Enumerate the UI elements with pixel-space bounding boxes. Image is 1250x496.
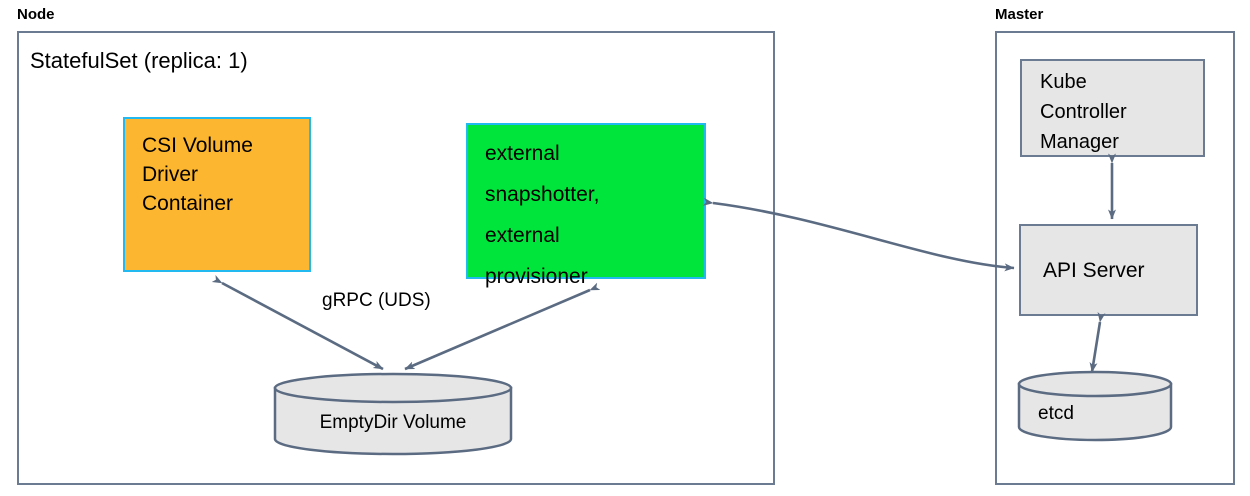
kcm-line-1: Kube — [1040, 71, 1087, 93]
api-server-box[interactable]: API Server — [1019, 224, 1198, 316]
etcd-shape — [1017, 370, 1173, 442]
kcm-line-2: Controller — [1040, 101, 1127, 123]
statefulset-title: StatefulSet (replica: 1) — [30, 48, 248, 73]
kcm-line-3: Manager — [1040, 131, 1119, 153]
external-line-4: provisioner — [485, 265, 588, 288]
emptydir-volume-shape — [273, 372, 513, 456]
external-line-1: external — [485, 142, 560, 165]
csi-volume-driver-container-box[interactable]: CSI Volume Driver Container — [123, 117, 311, 272]
external-line-3: external — [485, 224, 560, 247]
grpc-uds-label: gRPC (UDS) — [322, 290, 431, 311]
master-group-label: Master — [995, 6, 1044, 23]
csi-line-2: Driver — [142, 163, 198, 186]
node-group-label: Node — [17, 6, 55, 23]
csi-line-3: Container — [142, 192, 234, 215]
emptydir-volume-cylinder[interactable]: EmptyDir Volume — [272, 372, 514, 456]
etcd-cylinder[interactable]: etcd — [1016, 370, 1174, 442]
api-server-label: API Server — [1043, 258, 1145, 282]
external-snapshotter-provisioner-box[interactable]: external snapshotter, external provision… — [466, 123, 706, 288]
external-line-2: snapshotter, — [485, 183, 600, 206]
kube-controller-manager-box[interactable]: Kube Controller Manager — [1020, 59, 1205, 157]
csi-line-1: CSI Volume — [142, 134, 253, 157]
